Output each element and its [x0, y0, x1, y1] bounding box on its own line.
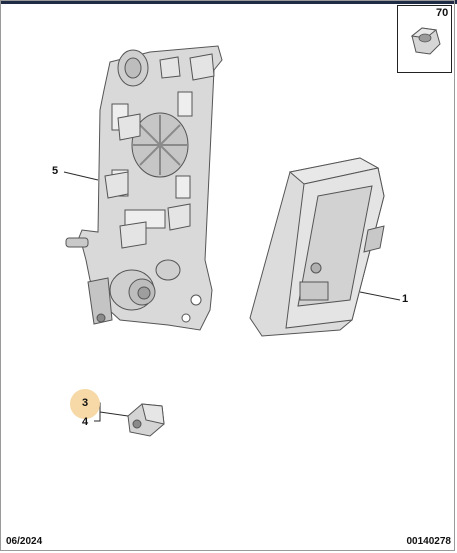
callout-part-70: 70 — [436, 7, 449, 19]
footer-reference: 00140278 — [406, 536, 452, 547]
callout-part-5: 5 — [52, 165, 59, 177]
callout-part-4: 4 — [82, 416, 89, 428]
header-bar — [0, 0, 457, 4]
callout-part-3: 3 — [82, 397, 89, 409]
module-part-1 — [249, 157, 385, 337]
highlight-badge — [70, 389, 100, 419]
inset-part-70: 70 — [397, 5, 452, 73]
callout-part-1: 1 — [402, 293, 409, 305]
hex-nut-drawing — [410, 27, 441, 55]
footer-date: 06/2024 — [6, 536, 43, 547]
nut-part-3-4 — [127, 403, 165, 437]
bracket-part-5 — [65, 45, 223, 331]
